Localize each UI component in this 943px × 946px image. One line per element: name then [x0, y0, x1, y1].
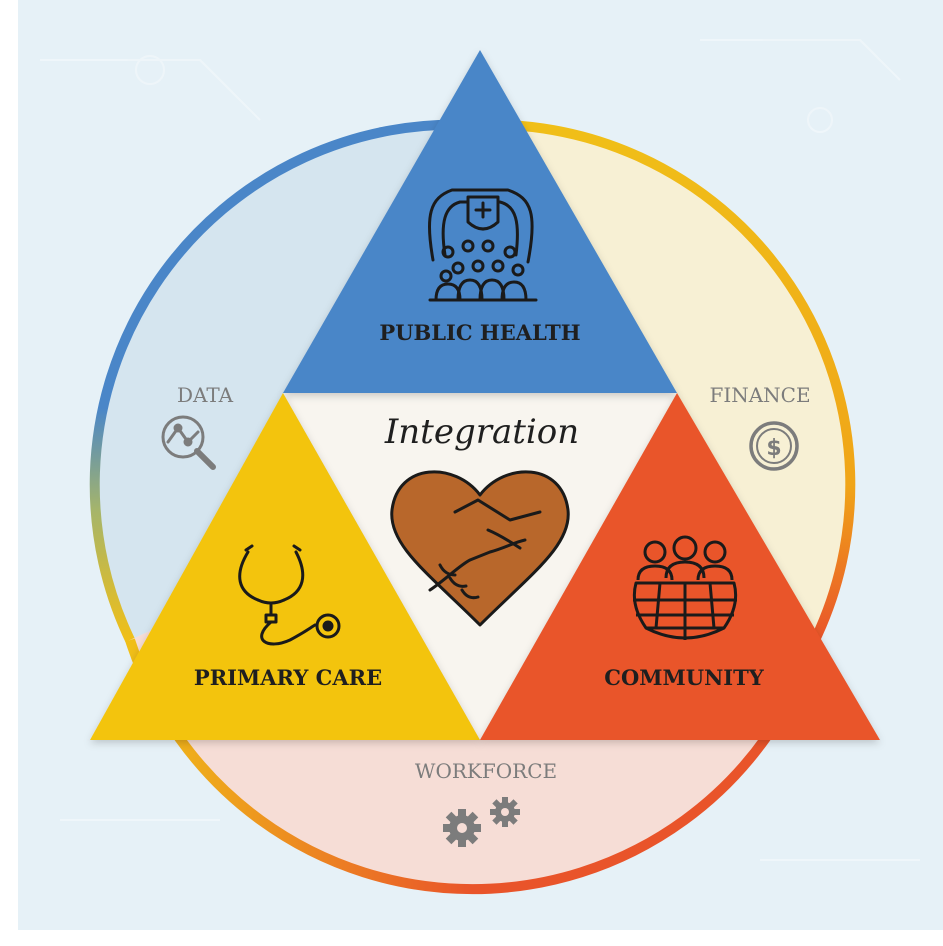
primary-care-triangle: [90, 393, 480, 740]
background-pattern: [40, 39, 920, 861]
ring-arc-right: [471, 119, 856, 643]
finance-label: FINANCE: [709, 383, 810, 407]
ring-arc-bottom: [125, 638, 820, 895]
stethoscope-icon: [238, 544, 341, 646]
public-health-label: PUBLIC HEALTH: [379, 320, 580, 345]
data-label: DATA: [177, 383, 234, 407]
svg-text:$: $: [766, 436, 781, 461]
integration-label: Integration: [384, 412, 579, 452]
handshake-heart-icon: [390, 470, 570, 627]
hospital-people-icon: [427, 188, 538, 302]
primary-care-label: PRIMARY CARE: [194, 665, 382, 690]
workforce-label: WORKFORCE: [415, 759, 557, 783]
community-label: COMMUNITY: [604, 665, 764, 690]
dollar-coin-icon: $: [749, 421, 799, 471]
ring-arc-left: [89, 119, 473, 643]
community-triangle: [480, 393, 880, 740]
gears-icon: [443, 797, 520, 847]
people-globe-icon: [632, 535, 738, 640]
data-search-icon: [161, 415, 216, 470]
